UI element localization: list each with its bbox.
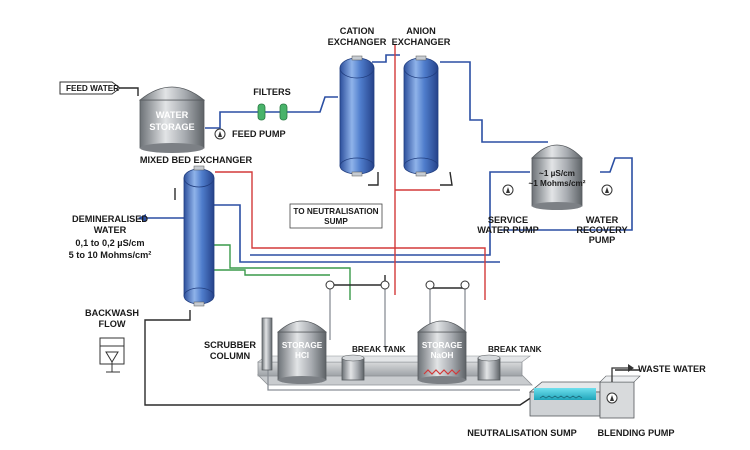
backwash-valve-icon — [99, 337, 125, 373]
feed-water-label: FEED WATER — [59, 81, 121, 95]
tank-spec-1: ~1 µS/cm — [539, 169, 575, 178]
to-neutralisation-box: TO NEUTRALISATION SUMP — [289, 203, 383, 229]
service-pump-icon — [502, 184, 514, 196]
cation-exchanger-vessel — [339, 55, 375, 177]
storage-hcl-label-2: HCl — [295, 351, 309, 360]
dosing-valve-icons — [325, 280, 470, 290]
neutralisation-sump-label: NEUTRALISATION SUMP — [467, 428, 577, 438]
cation-label-1: CATION — [340, 26, 375, 36]
break-tank-1 — [341, 354, 365, 381]
storage-naoh-label-1: STORAGE — [422, 341, 463, 350]
anion-label-2: EXCHANGER — [392, 37, 451, 47]
demin-label-3: 0,1 to 0,2 µS/cm — [75, 238, 144, 248]
demin-label-4: 5 to 10 Mohms/cm² — [69, 250, 152, 260]
scrubber-label-1: SCRUBBER — [204, 340, 256, 350]
storage-naoh-label-2: NaOH — [431, 351, 454, 360]
recovery-pump-icon — [601, 184, 613, 196]
to-neutralisation-label-2: SUMP — [324, 217, 348, 226]
pipe-network — [120, 45, 640, 406]
anion-exchanger-vessel — [403, 55, 439, 177]
waste-water-arrow-icon — [611, 364, 634, 382]
to-neutralisation-label-1: TO NEUTRALISATION — [293, 207, 378, 216]
break-tank-label-2: BREAK TANK — [488, 345, 542, 354]
break-tank-2 — [477, 354, 501, 381]
recovery-pump-label-1: WATER — [586, 215, 619, 225]
blending-pump-icon — [606, 392, 618, 404]
backwash-label-2: FLOW — [98, 319, 125, 329]
demin-label-2: WATER — [94, 225, 127, 235]
storage-hcl-tank: STORAGE HCl — [276, 320, 328, 384]
scrubber-label-2: COLUMN — [210, 351, 251, 361]
tank-spec-2: ~1 Mohms/cm² — [528, 179, 585, 188]
water-storage-label-1: WATER — [156, 110, 189, 120]
break-tank-label-1: BREAK TANK — [352, 345, 406, 354]
service-water-tank: ~1 µS/cm ~1 Mohms/cm² — [528, 144, 586, 210]
service-pump-label-2: WATER PUMP — [477, 225, 539, 235]
backwash-label-1: BACKWASH — [85, 308, 139, 318]
storage-naoh-tank: STORAGE NaOH — [416, 320, 468, 384]
water-storage-label-2: STORAGE — [149, 122, 194, 132]
filters-icon — [257, 103, 288, 121]
water-storage-tank: WATER STORAGE — [138, 86, 206, 153]
storage-hcl-label-1: STORAGE — [282, 341, 323, 350]
scrubber-column — [261, 317, 273, 371]
filters-label: FILTERS — [253, 87, 291, 97]
recovery-pump-label-3: PUMP — [589, 235, 616, 245]
blending-pump-label: BLENDING PUMP — [597, 428, 674, 438]
mixed-bed-vessel — [183, 165, 215, 307]
waste-water-label: WASTE WATER — [638, 364, 706, 374]
anion-label-1: ANION — [406, 26, 436, 36]
feed-pump-icon — [214, 128, 226, 140]
demin-label-1: DEMINERALISED — [72, 214, 148, 224]
feed-water-text: FEED WATER — [66, 84, 119, 93]
service-pump-label-1: SERVICE — [488, 215, 528, 225]
feed-pump-label: FEED PUMP — [232, 129, 286, 139]
mixed-bed-label: MIXED BED EXCHANGER — [140, 155, 253, 165]
cation-label-2: EXCHANGER — [328, 37, 387, 47]
demin-arrow-icon — [138, 214, 146, 222]
neutralisation-sump — [528, 375, 641, 419]
recovery-pump-label-2: RECOVERY — [576, 225, 627, 235]
